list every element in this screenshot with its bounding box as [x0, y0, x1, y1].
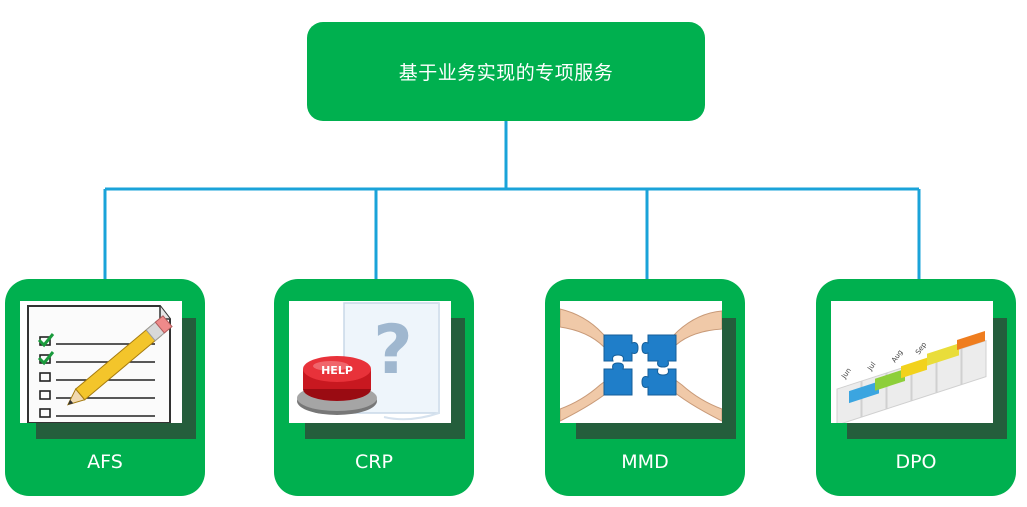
node-afs: AFS: [5, 279, 205, 496]
help-button-question-icon: ? HELP: [289, 301, 451, 423]
checklist-pencil-icon: [20, 301, 182, 423]
svg-text:?: ?: [373, 311, 412, 390]
node-dpo: Jun Jul Aug Sep DPO: [816, 279, 1016, 496]
node-crp: ? HELP CRP: [274, 279, 474, 496]
node-afs-label: AFS: [87, 451, 123, 473]
node-mmd: MMD: [545, 279, 745, 496]
gantt-calendar-icon: Jun Jul Aug Sep: [831, 301, 993, 423]
puzzle-hands-icon: [560, 301, 722, 423]
root-node: 基于业务实现的专项服务: [307, 22, 705, 121]
node-mmd-label: MMD: [621, 451, 669, 473]
svg-text:HELP: HELP: [321, 364, 353, 377]
node-crp-label: CRP: [355, 451, 393, 473]
node-dpo-label: DPO: [895, 451, 937, 473]
root-node-title: 基于业务实现的专项服务: [398, 62, 614, 84]
